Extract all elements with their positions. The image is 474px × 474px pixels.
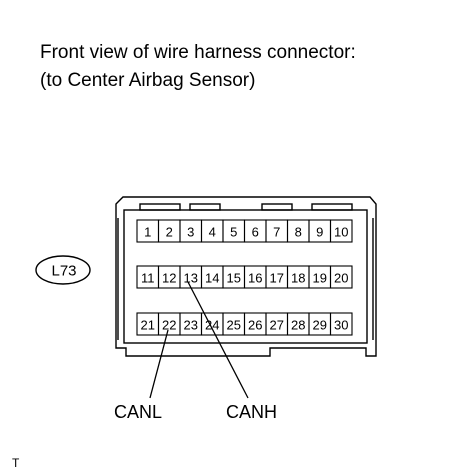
pin-number: 10	[334, 225, 348, 240]
pin-number: 25	[227, 318, 241, 333]
pin-cell-6: 6	[243, 219, 267, 243]
pin-cell-14: 14	[200, 265, 224, 289]
pin-number: 23	[184, 318, 198, 333]
connector-housing	[115, 196, 377, 357]
canh-label: CANH	[226, 402, 277, 422]
pin-number: 28	[291, 318, 305, 333]
pin-number: 9	[316, 225, 323, 240]
pin-cell-1: 1	[136, 219, 160, 243]
pin-number: 21	[141, 318, 155, 333]
pin-number: 5	[230, 225, 237, 240]
pin-number: 16	[248, 271, 262, 286]
pin-cell-28: 28	[286, 312, 310, 336]
pin-number: 13	[184, 271, 198, 286]
pin-number: 4	[209, 225, 216, 240]
pin-box	[329, 312, 353, 336]
pin-number: 29	[313, 318, 327, 333]
pin-cell-11: 11	[136, 265, 160, 289]
pin-cell-30: 30	[329, 312, 353, 336]
pin-cell-29: 29	[308, 312, 332, 336]
pin-cell-19: 19	[308, 265, 332, 289]
pin-cell-21: 21	[136, 312, 160, 336]
pin-number: 27	[270, 318, 284, 333]
pin-number: 15	[227, 271, 241, 286]
pin-number: 6	[252, 225, 259, 240]
pin-cell-7: 7	[265, 219, 289, 243]
pin-number: 18	[291, 271, 305, 286]
pin-number: 3	[187, 225, 194, 240]
pin-cell-9: 9	[308, 219, 332, 243]
pin-cell-25: 25	[222, 312, 246, 336]
pin-cell-22: 22	[157, 312, 181, 336]
pin-cell-27: 27	[265, 312, 289, 336]
canl-leader-line	[149, 329, 169, 399]
footer-mark: T	[12, 456, 20, 470]
pin-number: 11	[141, 271, 155, 286]
pin-number: 8	[295, 225, 302, 240]
pin-box	[329, 265, 353, 289]
pin-cell-23: 23	[179, 312, 203, 336]
connector-id: L73	[51, 263, 76, 280]
pin-number: 17	[270, 271, 284, 286]
canh-leader-line	[187, 281, 249, 399]
pin-number: 30	[334, 318, 348, 333]
pin-cell-24: 24	[200, 312, 224, 336]
signal-leaders	[149, 281, 249, 399]
pin-number: 12	[162, 271, 176, 286]
canl-label: CANL	[114, 402, 162, 422]
caption-line-2: (to Center Airbag Sensor)	[40, 70, 255, 91]
pin-number: 20	[334, 271, 348, 286]
pin-number: 7	[273, 225, 280, 240]
pin-box	[329, 219, 353, 243]
pin-number: 1	[144, 225, 151, 240]
pin-number: 14	[205, 271, 219, 286]
pin-cell-5: 5	[222, 219, 246, 243]
pin-cell-20: 20	[329, 265, 353, 289]
pin-cell-18: 18	[286, 265, 310, 289]
pin-cell-3: 3	[179, 219, 203, 243]
pin-cell-4: 4	[200, 219, 224, 243]
pin-number: 26	[248, 318, 262, 333]
pin-cell-17: 17	[265, 265, 289, 289]
pin-number: 22	[162, 318, 176, 333]
caption-line-1: Front view of wire harness connector:	[40, 42, 356, 63]
pin-cell-13: 13	[179, 265, 203, 289]
pin-cell-12: 12	[157, 265, 181, 289]
connector-id-badge: L73	[35, 255, 91, 285]
pin-number: 2	[166, 225, 173, 240]
pin-cell-26: 26	[243, 312, 267, 336]
pin-number: 19	[313, 271, 327, 286]
pin-cell-2: 2	[157, 219, 181, 243]
pin-cell-8: 8	[286, 219, 310, 243]
pin-cell-16: 16	[243, 265, 267, 289]
pin-cell-15: 15	[222, 265, 246, 289]
pin-cell-10: 10	[329, 219, 353, 243]
